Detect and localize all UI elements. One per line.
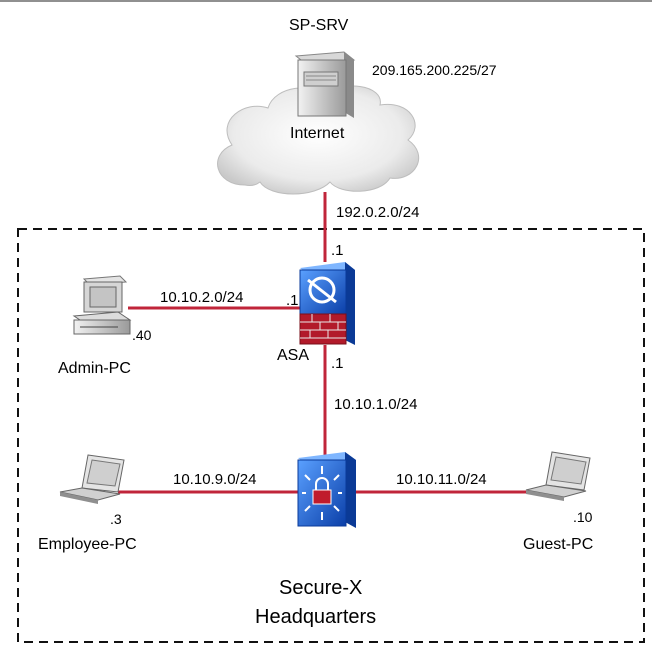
server-icon [294,51,356,118]
asa-inside-ip-label: .1 [331,355,344,372]
guest-pc-ip-label: .10 [573,509,593,525]
links [118,192,528,494]
server-name-label: SP-SRV [289,17,349,34]
asa-firewall-icon [299,262,355,345]
guest-pc-name-label: Guest-PC [523,536,594,553]
asa-outside-ip-label: .1 [331,242,344,259]
secure-switch-icon [297,452,356,528]
admin-pc-icon [72,275,132,335]
zone-title-line2: Headquarters [255,606,377,628]
employee-pc-name-label: Employee-PC [38,536,137,553]
link-employee-switch-label: 10.10.9.0/24 [173,471,257,488]
admin-pc-name-label: Admin-PC [58,360,131,377]
link-admin-asa-label: 10.10.2.0/24 [160,289,244,306]
zone-title-line1: Secure-X [279,577,363,599]
internet-cloud-icon [217,85,420,195]
admin-pc-ip-label: .40 [132,327,152,343]
link-switch-guest-label: 10.10.11.0/24 [396,471,487,488]
employee-pc-ip-label: .3 [110,511,122,527]
asa-admin-ip-label: .1 [286,292,299,309]
link-asa-switch-label: 10.10.1.0/24 [334,396,418,413]
asa-name-label: ASA [277,347,310,364]
link-internet-asa-label: 192.0.2.0/24 [336,204,420,221]
guest-laptop-icon [525,451,591,501]
zone-boundary [17,228,645,643]
server-ip-label: 209.165.200.225/27 [372,62,497,78]
employee-laptop-icon [59,454,125,504]
internet-label: Internet [290,125,345,142]
